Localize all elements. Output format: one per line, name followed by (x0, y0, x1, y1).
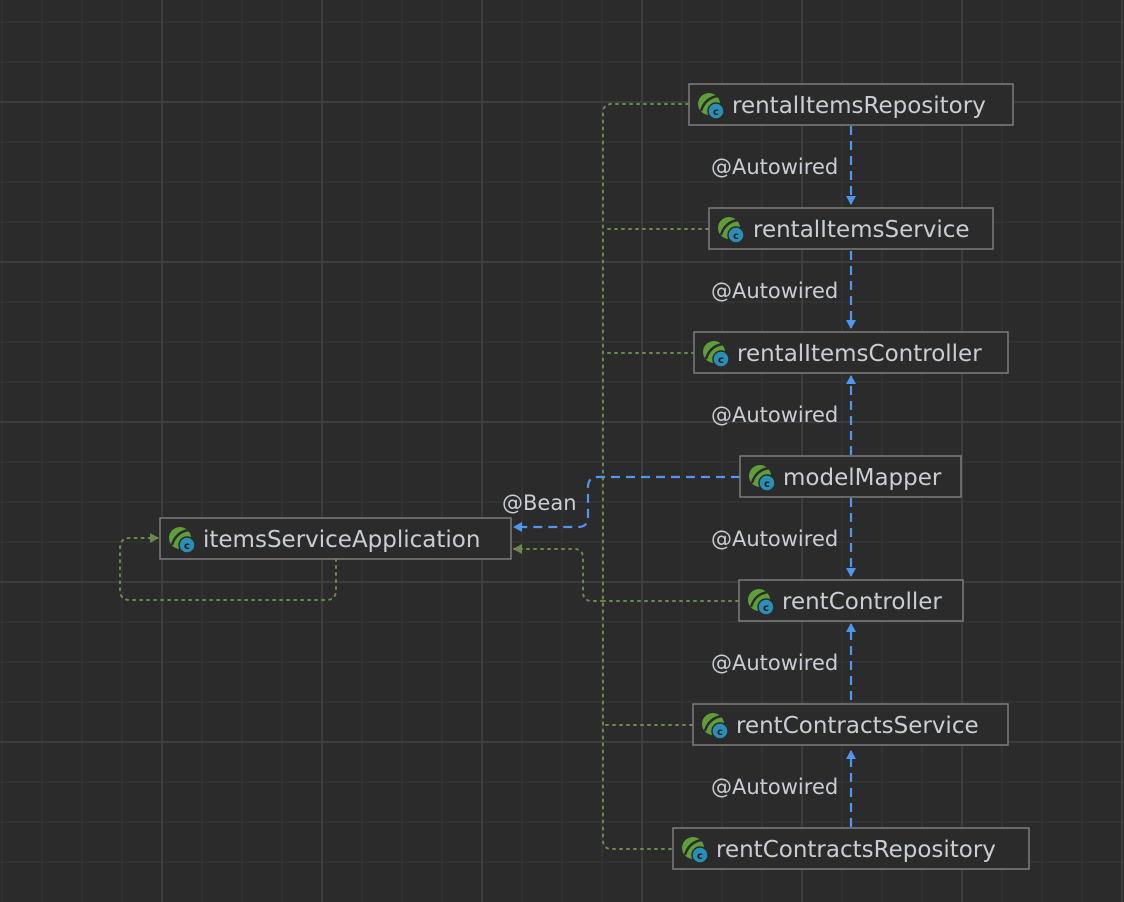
autowired-label: @Autowired (711, 403, 838, 427)
node-itemsServiceApplication[interactable]: itemsServiceApplication (159, 517, 512, 560)
node-rentalItemsRepository[interactable]: rentalItemsRepository (688, 83, 1014, 126)
bean-label: @Bean (502, 491, 577, 515)
autowired-label: @Autowired (711, 155, 838, 179)
autowired-label: @Autowired (711, 651, 838, 675)
node-label: rentController (782, 589, 942, 615)
autowired-label: @Autowired (711, 775, 838, 799)
node-rentContractsService[interactable]: rentContractsService (692, 703, 1009, 746)
autowired-label: @Autowired (711, 527, 838, 551)
node-label: rentContractsRepository (716, 837, 996, 863)
node-label: rentContractsService (736, 713, 979, 739)
autowired-label: @Autowired (711, 279, 838, 303)
node-label: rentalItemsRepository (732, 93, 986, 119)
node-rentController[interactable]: rentController (738, 579, 964, 622)
node-rentalItemsService[interactable]: rentalItemsService (708, 207, 994, 250)
node-label: modelMapper (783, 465, 942, 491)
node-modelMapper[interactable]: modelMapper (739, 455, 962, 498)
node-rentContractsRepository[interactable]: rentContractsRepository (672, 827, 1030, 870)
node-label: itemsServiceApplication (203, 527, 480, 553)
edge-labels: @Autowired @Autowired @Autowired @Autowi… (502, 155, 838, 799)
autowired-edges (513, 126, 856, 827)
node-rentalItemsController[interactable]: rentalItemsController (693, 331, 1009, 374)
node-label: rentalItemsService (753, 217, 970, 243)
node-label: rentalItemsController (737, 341, 982, 367)
